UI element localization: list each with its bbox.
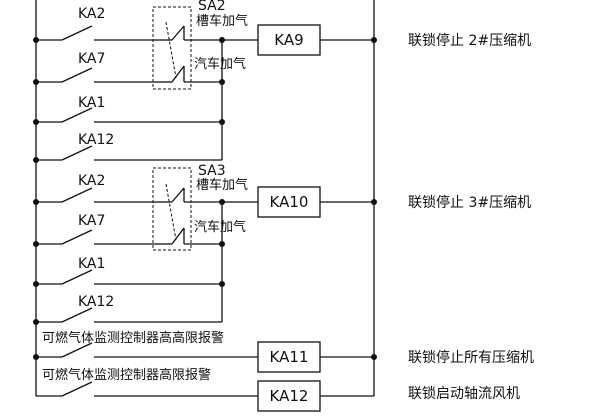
- label-ka12-group1: KA12: [78, 132, 114, 148]
- label-sa3-tank: 槽车加气: [196, 177, 248, 193]
- label-gas-high: 可燃气体监测控制器高限报警: [42, 367, 211, 383]
- contact-ka2-group2: [36, 187, 156, 203]
- label-ka2-group2: KA2: [78, 173, 105, 189]
- selector-switch-sa3: [152, 167, 222, 251]
- coil-ka11-label: KA11: [270, 348, 309, 366]
- desc-ka9: 联锁停止 2#压缩机: [408, 32, 531, 49]
- label-ka1-group2: KA1: [78, 256, 105, 272]
- label-sa2-tank: 槽车加气: [196, 13, 248, 29]
- desc-ka10: 联锁停止 3#压缩机: [408, 194, 531, 211]
- label-ka1-group1: KA1: [78, 95, 105, 111]
- junction-dots: [33, 37, 377, 360]
- label-sa2-car: 汽车加气: [194, 56, 246, 72]
- contact-gas-high-high: [36, 342, 258, 358]
- contact-ka1-group2: [36, 269, 222, 285]
- label-sa2: SA2: [198, 0, 226, 14]
- coil-ka12-label: KA12: [270, 387, 309, 405]
- label-ka2-group1: KA2: [78, 6, 105, 22]
- coil-ka10-label: KA10: [270, 193, 309, 211]
- desc-ka11: 联锁停止所有压缩机: [408, 349, 534, 366]
- label-sa3: SA3: [198, 163, 226, 179]
- contact-ka12-group1: [36, 145, 222, 161]
- label-ka7-group1: KA7: [78, 51, 105, 67]
- label-sa3-car: 汽车加气: [194, 219, 246, 235]
- label-ka7-group2: KA7: [78, 213, 105, 229]
- selector-switch-sa2: [152, 6, 222, 90]
- contact-ka12-group2: [36, 307, 222, 323]
- contact-ka7-group2: [36, 229, 156, 245]
- desc-ka12: 联锁启动轴流风机: [408, 386, 520, 402]
- contact-ka7-group1: [36, 67, 156, 83]
- contact-ka1-group1: [36, 107, 222, 123]
- contact-gas-high: [36, 381, 258, 397]
- label-gas-high-high: 可燃气体监测控制器高高限报警: [42, 330, 224, 346]
- contact-ka2-group1: [36, 25, 156, 41]
- coil-ka9-label: KA9: [274, 31, 303, 49]
- label-ka12-group2: KA12: [78, 294, 114, 310]
